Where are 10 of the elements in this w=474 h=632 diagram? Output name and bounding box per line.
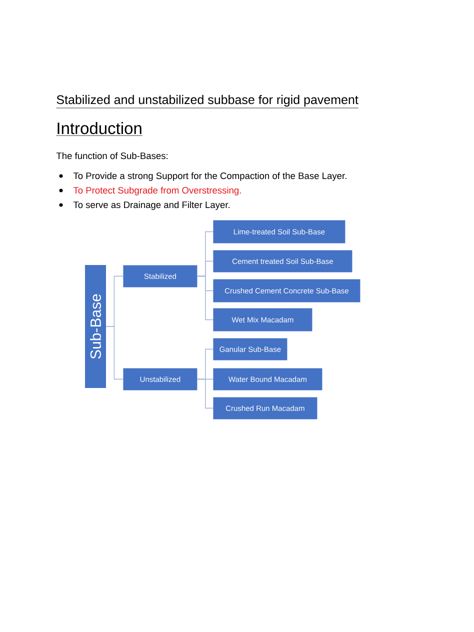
bullet-text: To serve as Drainage and Filter Layer. <box>73 201 230 210</box>
connector <box>197 276 214 320</box>
bullet-text: To Protect Subgrade from Overstressing. <box>73 186 241 196</box>
bullet-text: To Provide a strong Support for the Compaction of the Base Layer. <box>73 172 346 181</box>
connector <box>197 378 214 409</box>
heading: Introduction <box>56 122 143 136</box>
title: Stabilized and unstabilized subbase for rigid pavement <box>56 94 359 108</box>
category-box: Sub-Base <box>85 265 106 388</box>
intro-text: The function of Sub-Bases: <box>56 152 168 160</box>
connector <box>106 326 124 380</box>
